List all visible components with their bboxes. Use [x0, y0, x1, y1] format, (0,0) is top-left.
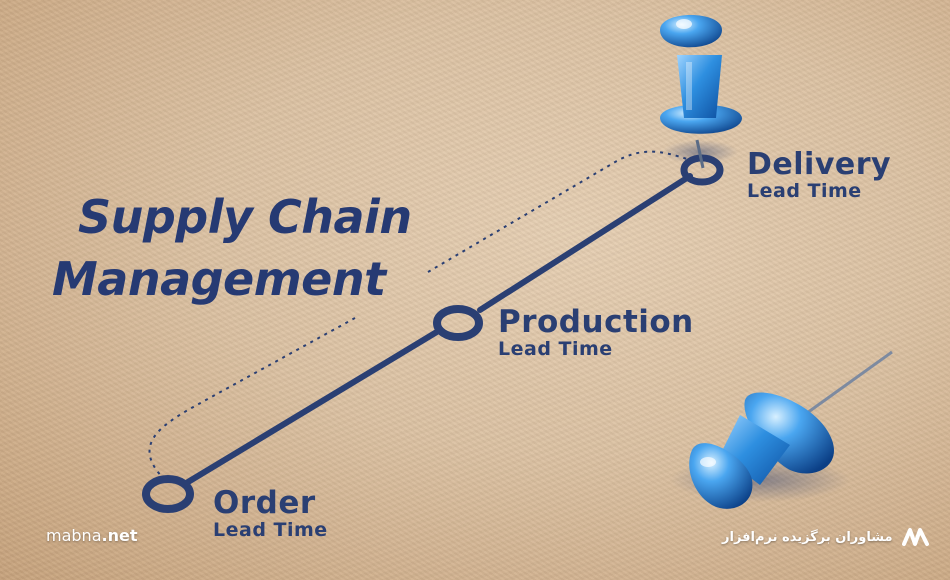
brand-text: مشاوران برگزیده نرم‌افزار [722, 529, 893, 545]
order-subtitle: Lead Time [213, 519, 328, 541]
headline-line-1: Supply Chain [78, 190, 412, 244]
production-title: Production [498, 304, 694, 340]
headline-line-2: Management [52, 252, 386, 306]
order-label: Order Lead Time [213, 488, 328, 540]
site-name: mabna [46, 526, 102, 545]
push-pin-icon [660, 15, 742, 169]
order-milestone-ring [142, 475, 194, 513]
order-title: Order [213, 485, 316, 521]
dotted-path-upper [427, 150, 691, 273]
site-tld: .net [101, 526, 138, 545]
dotted-path [148, 317, 356, 481]
production-label: Production Lead Time [498, 307, 694, 359]
mabna-logo-icon [901, 528, 929, 546]
delivery-title: Delivery [747, 147, 892, 182]
production-subtitle: Lead Time [498, 338, 613, 360]
site-watermark: mabna.net [46, 526, 137, 545]
push-pin-icon [670, 350, 893, 509]
production-milestone-ring [433, 305, 483, 341]
headline: Supply Chain Management [52, 186, 412, 310]
delivery-subtitle: Lead Time [747, 180, 862, 202]
delivery-label: Delivery Lead Time [747, 150, 891, 201]
brand-watermark: مشاوران برگزیده نرم‌افزار [722, 524, 931, 550]
timeline-line [185, 173, 693, 485]
